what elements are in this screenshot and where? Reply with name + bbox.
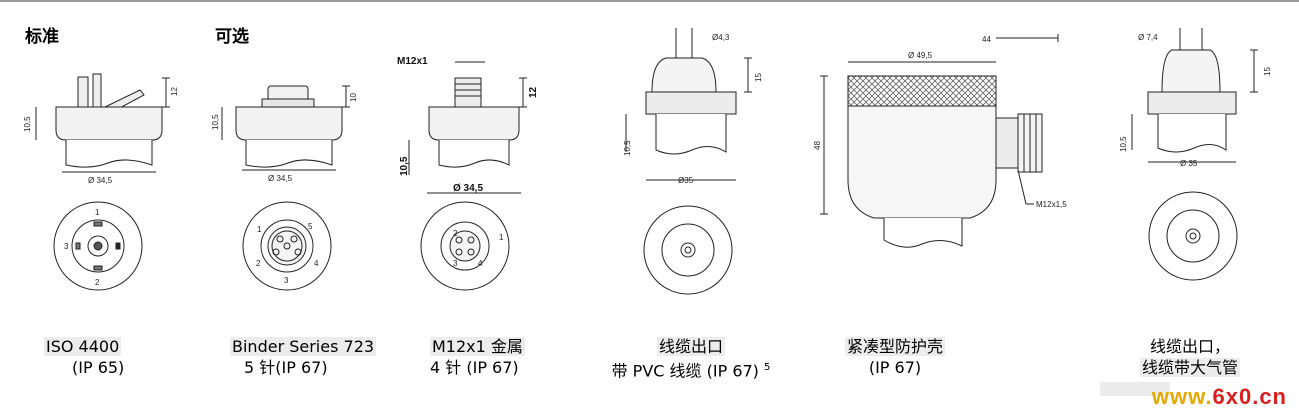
dim-diameter: Ø35 — [678, 176, 694, 185]
watermark-part: 6x0.cn — [1212, 384, 1287, 409]
pin-label: 3 — [284, 276, 289, 285]
caption-line: 紧凑型防护壳 — [844, 337, 945, 356]
watermark: www.6x0.cn — [1152, 384, 1287, 410]
pin-label: 2 — [256, 259, 261, 268]
dim-diameter: Ø 34,5 — [88, 176, 113, 185]
pin-label: 3 — [64, 242, 69, 251]
pin-label: 2 — [95, 278, 100, 287]
caption-cable-vent: 线缆出口， 线缆带大气管 — [1110, 336, 1270, 378]
header-optional: 可选 — [215, 27, 249, 47]
caption-compact-housing: 紧凑型防护壳 (IP 67) — [830, 336, 960, 378]
dim-diameter: Ø 35 — [1180, 159, 1198, 168]
footnote-marker: 5 — [764, 362, 771, 373]
caption-m12x1: M12x1 金属 4 针 (IP 67) — [430, 336, 525, 378]
caption-cable-pvc: 线缆出口 带 PVC 线缆 (IP 67) 5 — [596, 336, 786, 381]
dim-diameter: Ø 49,5 — [908, 51, 933, 60]
dim-cable: Ø4,3 — [712, 33, 730, 42]
dim-height: 48 — [813, 141, 822, 150]
top-rule — [0, 0, 1299, 2]
dim-side: 10,5 — [211, 114, 220, 130]
caption-line: (IP 65) — [72, 358, 125, 377]
pin-label: 3 — [453, 259, 458, 268]
pin-label: 4 — [478, 259, 483, 268]
watermark-part: www. — [1151, 384, 1213, 409]
caption-line: 线缆出口 — [656, 337, 725, 356]
dim-height: 15 — [1263, 67, 1272, 76]
caption-line: M12x1 金属 — [430, 337, 525, 356]
dim-height: 12 — [170, 87, 179, 96]
product-compact-housing-drawing: Ø 49,5 44 48 M12x1,5 — [800, 0, 1100, 320]
dim-width: 44 — [982, 35, 991, 44]
pin-label: 1 — [499, 233, 504, 242]
product-m12x1-drawing: M12x1 12 10,5 Ø 34,5 2 1 3 4 — [395, 0, 555, 320]
dim-side: 10,5 — [23, 116, 32, 132]
dim-height: 12 — [528, 86, 539, 98]
dim-thread: M12x1 — [397, 56, 428, 67]
dim-gland: M12x1,5 — [1036, 200, 1067, 209]
dim-diameter: Ø 34,5 — [453, 183, 483, 194]
caption-line: 带 PVC 线缆 (IP 67) — [611, 361, 759, 381]
dim-side: 10,5 — [399, 156, 410, 176]
caption-line: 4 针 (IP 67) — [430, 358, 519, 377]
dim-side: 10,5 — [623, 140, 632, 156]
caption-line: (IP 67) — [868, 358, 922, 377]
dim-cable: Ø 7,4 — [1138, 33, 1158, 42]
caption-highlight-bar — [1100, 382, 1170, 396]
caption-line: 5 针(IP 67) — [244, 358, 328, 377]
caption-line: Binder Series 723 — [230, 337, 377, 356]
pin-label: 1 — [95, 208, 100, 217]
product-cable-pvc-drawing: Ø4,3 15 10,5 Ø35 — [600, 0, 780, 320]
header-standard: 标准 — [25, 27, 59, 47]
pin-label: 4 — [314, 259, 319, 268]
pin-label: 5 — [308, 222, 313, 231]
dim-diameter: Ø 34,5 — [268, 174, 293, 183]
pin-label: 1 — [257, 225, 262, 234]
caption-line: 线缆出口， — [1149, 337, 1230, 356]
product-cable-vent-drawing: Ø 7,4 15 10,5 Ø 35 — [1110, 0, 1290, 320]
caption-line: ISO 4400 — [44, 337, 122, 356]
dim-height: 10 — [349, 93, 358, 102]
product-iso4400-drawing: 12 10,5 Ø 34,5 1 2 3 — [20, 0, 200, 320]
caption-line: 线缆带大气管 — [1139, 358, 1240, 377]
caption-iso4400: ISO 4400 (IP 65) — [44, 336, 124, 378]
caption-binder723: Binder Series 723 5 针(IP 67) — [230, 336, 377, 378]
dim-height: 15 — [754, 73, 763, 82]
pin-label: 2 — [453, 229, 458, 238]
dim-side: 10,5 — [1119, 136, 1128, 152]
product-binder723-drawing: 10 10,5 Ø 34,5 1 2 3 4 5 — [210, 0, 390, 320]
